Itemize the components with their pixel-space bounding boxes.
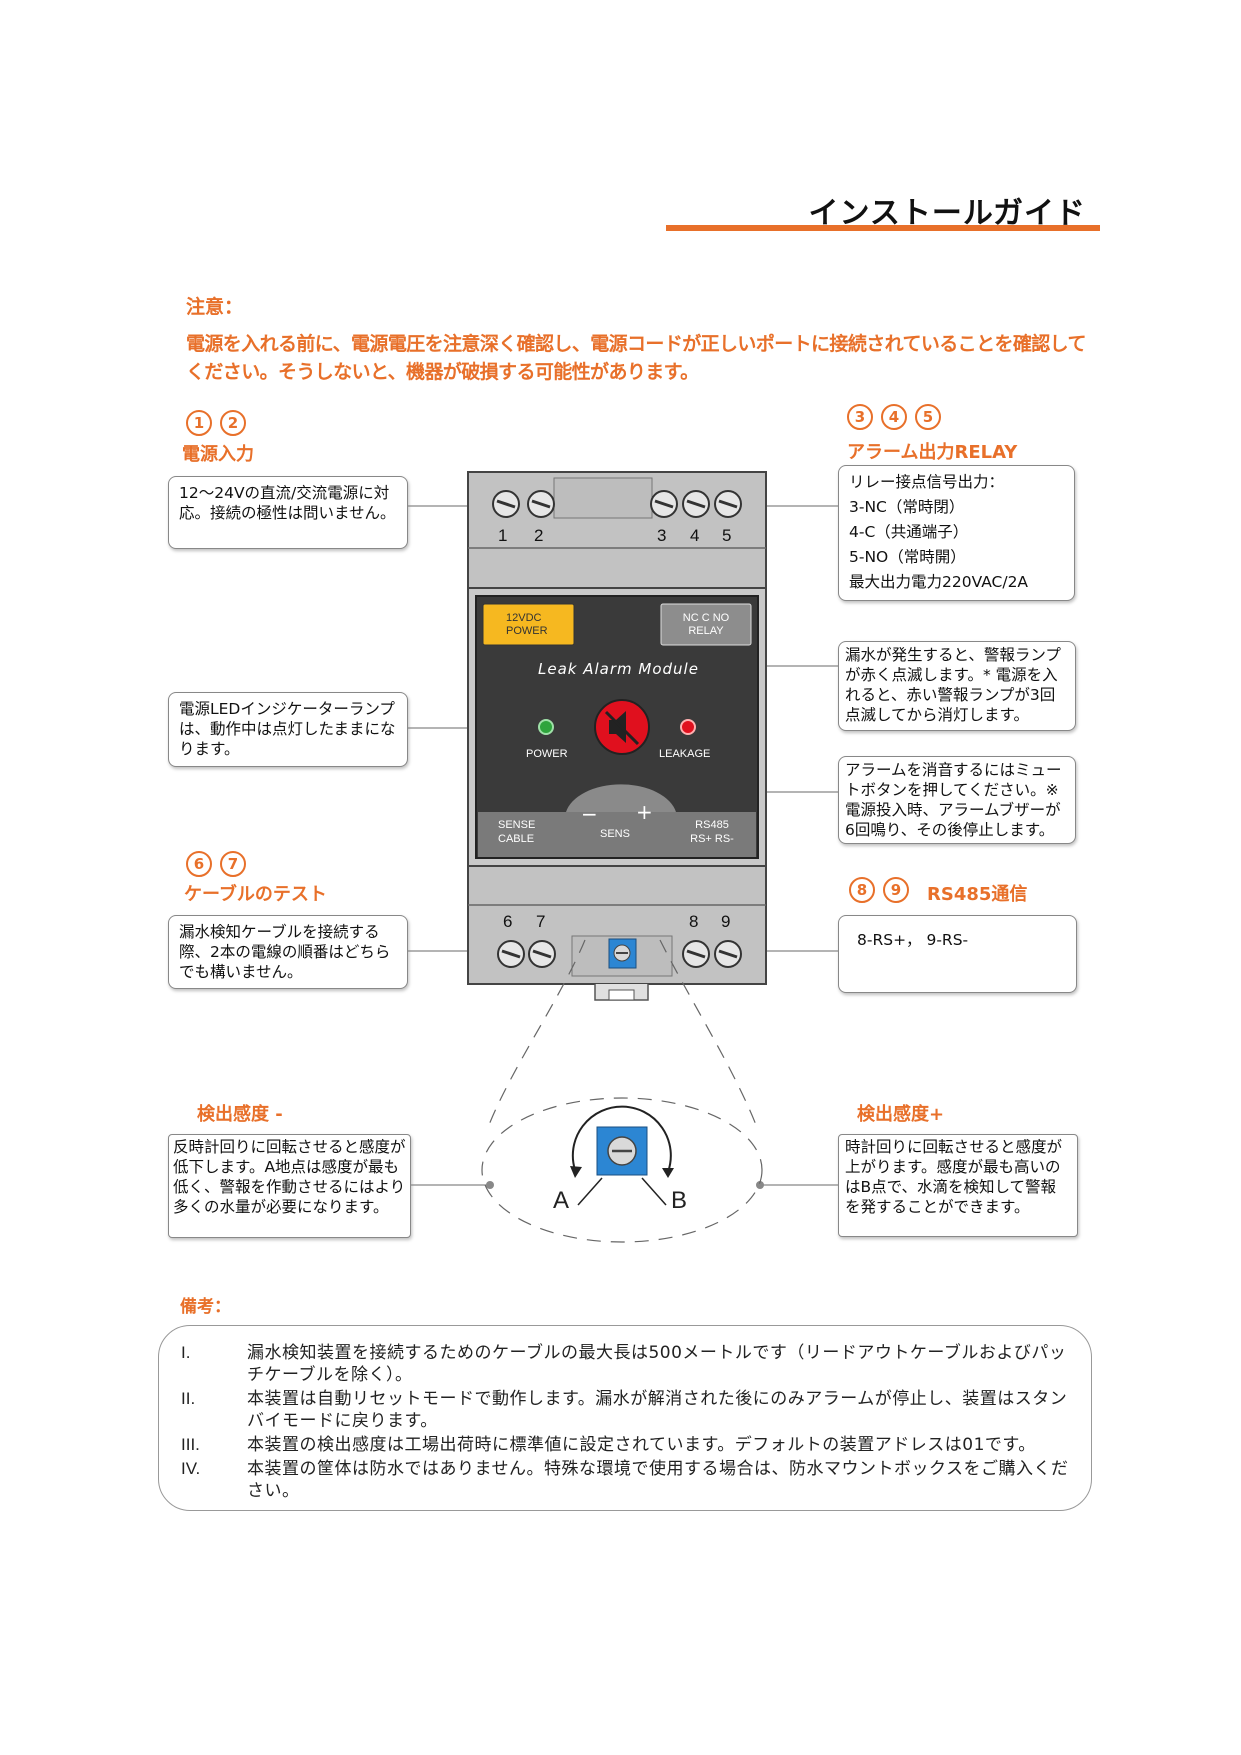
rs485-line: RS485 <box>695 819 729 831</box>
top-screws <box>492 490 742 518</box>
note-number: II. <box>181 1389 196 1408</box>
relay-line: 5-NO（常時開） <box>849 548 966 566</box>
terminal-label: 4 <box>690 526 700 545</box>
terminal-label: 1 <box>498 526 508 545</box>
relay-badge-line: RELAY <box>688 625 724 637</box>
mute-note: アラームを消音するにはミュートボタンを押してください。※電源投入時、アラームブザ… <box>838 756 1076 844</box>
point-b-label: B <box>671 1187 688 1214</box>
relay-note: リレー接点信号出力： 3-NC（常時閉） 4-C（共通端子） 5-NO（常時開）… <box>838 465 1075 601</box>
leakage-led-label: LEAKAGE <box>659 748 711 760</box>
note-item: I. 漏水検知装置を接続するためのケーブルの最大長は500メートルです（リードア… <box>173 1342 1071 1386</box>
number-badge: 1 <box>186 410 212 436</box>
module-name: Leak Alarm Module <box>538 660 699 678</box>
relay-line: リレー接点信号出力： <box>849 473 1005 491</box>
relay-label: アラーム出力RELAY <box>847 442 1018 463</box>
sensitivity-minus-label: 検出感度 - <box>197 1104 283 1125</box>
terminal-label: 8 <box>689 912 699 931</box>
number-badge: 3 <box>847 404 873 430</box>
leak-lamp-note: 漏水が発生すると、警報ランプが赤く点滅します。* 電源を入れると、赤い警報ランプ… <box>838 641 1076 731</box>
power-badge-line: 12VDC <box>506 612 542 624</box>
sens-plus-sign: + <box>636 800 653 824</box>
rs485-line: RS+ RS- <box>690 833 734 845</box>
terminal-label: 2 <box>534 526 544 545</box>
sensitivity-plus-label: 検出感度+ <box>857 1104 945 1125</box>
number-badge: 5 <box>915 404 941 430</box>
note-text: 本装置の筐体は防水ではありません。特殊な環境で使用する場合は、防水マウントボック… <box>247 1459 1069 1501</box>
relay-line: 最大出力電力220VAC/2A <box>849 573 1029 591</box>
terminal-label: 9 <box>721 912 731 931</box>
power-input-label: 電源入力 <box>182 444 254 465</box>
note-item: II. 本装置は自動リセットモードで動作します。漏水が解消された後にのみアラーム… <box>173 1388 1071 1432</box>
rs485-note: 8-RS+， 9-RS- <box>838 915 1077 993</box>
power-badge <box>482 603 575 646</box>
power-input-note: 12～24Vの直流/交流電源に対応。接続の極性は問いません。 <box>168 476 408 549</box>
cable-test-note: 漏水検知ケーブルを接続する際、2本の電線の順番はどちらでも構いません。 <box>168 915 408 989</box>
note-text: 本装置の検出感度は工場出荷時に標準値に設定されています。デフォルトの装置アドレス… <box>247 1435 1036 1455</box>
number-badge: 4 <box>881 404 907 430</box>
sense-cable-label: SENSE CABLE <box>498 818 535 846</box>
terminal-label: 6 <box>503 912 513 931</box>
power-badge-line: POWER <box>506 625 548 637</box>
point-a-label: A <box>553 1187 570 1214</box>
power-led-label: POWER <box>526 748 568 760</box>
device-diagram <box>408 471 838 1243</box>
note-text: 本装置は自動リセットモードで動作します。漏水が解消された後にのみアラームが停止し… <box>247 1389 1068 1431</box>
sense-cable-line: CABLE <box>498 833 535 845</box>
relay-badge-text: NC C NO RELAY <box>672 612 740 638</box>
terminal-label: 3 <box>657 526 667 545</box>
number-badge: 6 <box>186 851 212 877</box>
cable-test-label: ケーブルのテスト <box>184 884 327 905</box>
number-badge: 9 <box>883 877 909 903</box>
notes-box: I. 漏水検知装置を接続するためのケーブルの最大長は500メートルです（リードア… <box>158 1325 1092 1511</box>
sensitivity-knob-small <box>608 938 637 969</box>
relay-line: 4-C（共通端子） <box>849 523 969 541</box>
notes-heading: 備考： <box>180 1297 231 1317</box>
sensitivity-minus-note: 反時計回りに回転させると感度が低下します。A地点は感度が最も低く、警報を作動させ… <box>168 1134 411 1238</box>
number-badge: 7 <box>220 851 246 877</box>
caution-text: 電源を入れる前に、電源電圧を注意深く確認し、電源コードが正しいポートに接続されて… <box>186 333 1087 383</box>
relay-badge <box>660 603 752 646</box>
relay-line: 3-NC（常時閉） <box>849 498 965 516</box>
bottom-screws <box>497 940 742 968</box>
caution-heading: 注意： <box>186 296 244 318</box>
sensitivity-knob-large <box>570 1105 674 1206</box>
title-underline <box>666 225 1100 231</box>
rs485-device-label: RS485 RS+ RS- <box>684 818 740 846</box>
number-badge: 2 <box>220 410 246 436</box>
note-text: 漏水検知装置を接続するためのケーブルの最大長は500メートルです（リードアウトケ… <box>247 1343 1067 1385</box>
note-number: III. <box>181 1435 200 1454</box>
power-led-note: 電源LEDインジケーターランプは、動作中は点灯したままになります。 <box>168 692 408 767</box>
rs485-label: RS485通信 <box>927 884 1028 905</box>
note-item: III. 本装置の検出感度は工場出荷時に標準値に設定されています。デフォルトの装… <box>173 1434 1071 1456</box>
sense-cable-line: SENSE <box>498 819 536 831</box>
sens-minus-sign: − <box>581 802 598 826</box>
zoom-guides <box>481 939 763 1243</box>
note-number: I. <box>181 1343 191 1362</box>
relay-badge-line: NC C NO <box>682 612 730 624</box>
sensitivity-plus-note: 時計回りに回転させると感度が上がります。感度が最も高いのはB点で、水滴を検知して… <box>838 1134 1078 1237</box>
terminal-label: 7 <box>536 912 546 931</box>
power-badge-text: 12VDC POWER <box>506 612 548 638</box>
terminal-label: 5 <box>722 526 732 545</box>
leakage-led <box>680 719 696 735</box>
number-badge: 8 <box>849 877 875 903</box>
note-item: IV. 本装置の筐体は防水ではありません。特殊な環境で使用する場合は、防水マウン… <box>173 1458 1071 1502</box>
note-number: IV. <box>181 1459 201 1478</box>
power-led <box>538 719 554 735</box>
sens-label: SENS <box>600 828 630 840</box>
